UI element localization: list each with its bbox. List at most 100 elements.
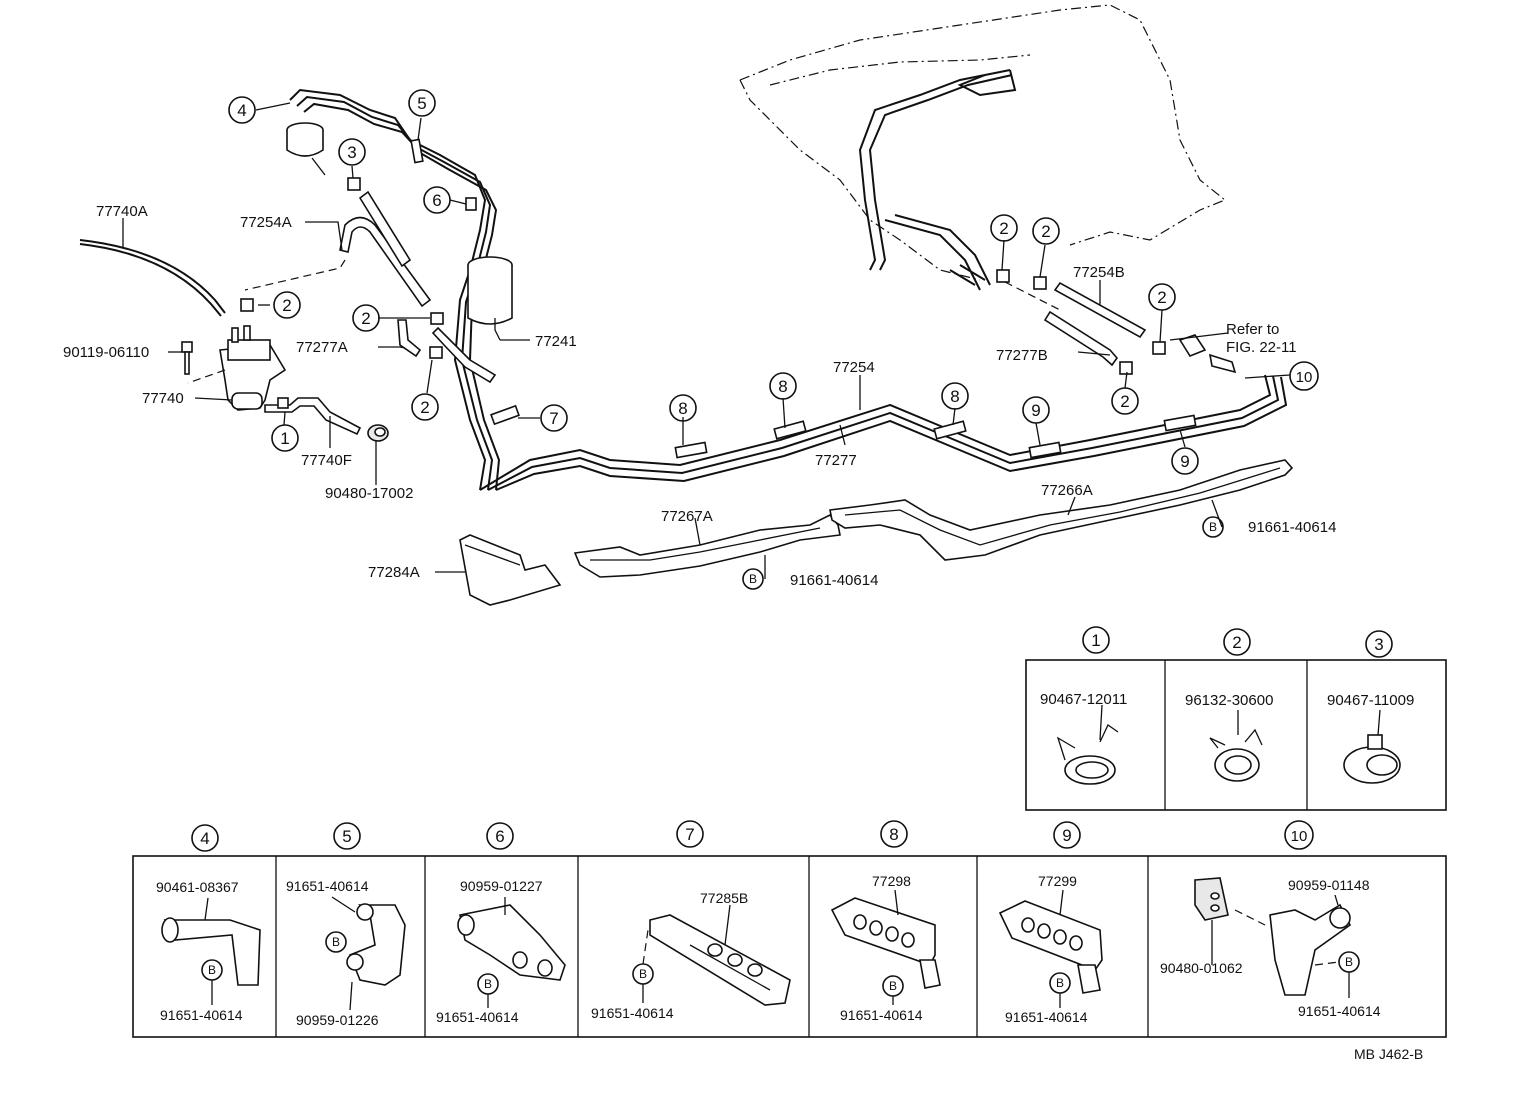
- label-77277B: 77277B: [996, 347, 1048, 364]
- svg-text:B: B: [208, 963, 216, 977]
- detail-7-part-a: 77285B: [700, 890, 748, 906]
- detail-callout-7: 7: [676, 820, 704, 848]
- detail-callout-10: 10: [1284, 820, 1314, 850]
- detail-6-part-a: 90959-01227: [460, 878, 543, 894]
- callout-2e-text: 2: [1041, 222, 1050, 241]
- label-77740A: 77740A: [96, 203, 148, 220]
- detail-callout-5: 5: [333, 822, 361, 850]
- bolt-b-marker-a-text: B: [749, 572, 757, 586]
- bolt-90119: [181, 341, 193, 375]
- callout-9b: 9: [1171, 447, 1199, 475]
- protector-77267A: [573, 513, 841, 578]
- detail-5-b-marker: B: [325, 931, 347, 953]
- svg-text:B: B: [1345, 955, 1353, 969]
- protector-77266A: [829, 459, 1294, 561]
- detail-2-part: 96132-30600: [1185, 692, 1273, 709]
- clamp-3-drawing: [1343, 709, 1401, 784]
- svg-text:B: B: [639, 967, 647, 981]
- bolt-b-marker-b: B: [1202, 516, 1224, 538]
- detail-callout-8-text: 8: [889, 825, 898, 844]
- label-77254B: 77254B: [1073, 264, 1125, 281]
- grommet-90480-17002: [367, 424, 389, 442]
- detail-1-part: 90467-12011: [1040, 691, 1127, 708]
- label-77254A: 77254A: [240, 214, 292, 231]
- tube-77740A: [79, 239, 226, 317]
- callout-2c: 2: [411, 393, 439, 421]
- label-91661-40614-b: 91661-40614: [1248, 519, 1336, 536]
- detail-callout-9: 9: [1053, 821, 1081, 849]
- callout-4-text: 4: [237, 101, 246, 120]
- label-77267A: 77267A: [661, 508, 713, 525]
- detail-callout-5-text: 5: [342, 827, 351, 846]
- callout-2b: 2: [352, 304, 380, 332]
- label-77740: 77740: [142, 390, 184, 407]
- detail-10-part-c: 91651-40614: [1298, 1003, 1381, 1019]
- callout-5: 5: [408, 89, 436, 117]
- callout-9a-text: 9: [1031, 401, 1040, 420]
- detail-3-part: 90467-11009: [1327, 692, 1414, 709]
- callout-6-text: 6: [432, 191, 441, 210]
- callout-7: 7: [540, 404, 568, 432]
- detail-9-part-b: 91651-40614: [1005, 1009, 1088, 1025]
- clamp-4-drawing: [161, 897, 261, 986]
- part-labels: 77740A 77254A 90119-06110 77740 77740F 9…: [63, 203, 1336, 589]
- detail-9-part-a: 77299: [1038, 873, 1077, 889]
- pump-77740: [187, 325, 287, 411]
- callout-2f: 2: [1148, 283, 1176, 311]
- label-77277: 77277: [815, 452, 857, 469]
- figure-code: MB J462-B: [1354, 1046, 1423, 1062]
- callout-7-text: 7: [549, 409, 558, 428]
- clamp-7-drawing: [649, 914, 791, 1006]
- detail-9-b-marker: B: [1049, 972, 1071, 994]
- detail-7-b-marker: B: [632, 963, 654, 985]
- callout-2b-text: 2: [361, 309, 370, 328]
- detail-callout-7-text: 7: [685, 825, 694, 844]
- callout-2g: 2: [1111, 387, 1139, 415]
- label-90119-06110: 90119-06110: [63, 344, 149, 361]
- detail-callout-4: 4: [191, 824, 219, 852]
- label-fig-22-11: FIG. 22-11: [1226, 339, 1297, 356]
- detail-4-part-b: 91651-40614: [160, 1007, 243, 1023]
- svg-text:B: B: [484, 977, 492, 991]
- label-77284A: 77284A: [368, 564, 420, 581]
- bolt-b-marker-b-text: B: [1209, 520, 1217, 534]
- vehicle-body-outline: [739, 4, 1227, 281]
- svg-text:B: B: [332, 935, 340, 949]
- callout-2d-text: 2: [999, 219, 1008, 238]
- clamp-1-drawing: [1056, 704, 1119, 785]
- clamp-6-drawing: [457, 904, 566, 981]
- clamp-5-drawing: [346, 903, 406, 986]
- detail-10-part-b: 90480-01062: [1160, 960, 1243, 976]
- label-77277A: 77277A: [296, 339, 348, 356]
- callout-8b-text: 8: [778, 377, 787, 396]
- detail-4-part-a: 90461-08367: [156, 879, 239, 895]
- detail-10-b-marker: B: [1338, 951, 1360, 973]
- svg-text:B: B: [889, 979, 897, 993]
- label-91661-40614-a: 91661-40614: [790, 572, 878, 589]
- label-77266A: 77266A: [1041, 482, 1093, 499]
- callout-2f-text: 2: [1157, 288, 1166, 307]
- small-clamps: [240, 177, 1166, 375]
- hose-77740F: [264, 397, 362, 436]
- detail-4-b-marker: B: [201, 959, 223, 981]
- label-90480-17002: 90480-17002: [325, 485, 413, 502]
- body-fuel-lines: [858, 69, 1017, 291]
- clamp-8-drawing: [830, 897, 941, 989]
- callout-2g-text: 2: [1120, 392, 1129, 411]
- detail-callout-6-text: 6: [495, 827, 504, 846]
- detail-8-part-b: 91651-40614: [840, 1007, 923, 1023]
- callout-8c-text: 8: [950, 387, 959, 406]
- callout-3-text: 3: [347, 143, 356, 162]
- callout-2d: 2: [990, 214, 1018, 242]
- clamp-9-drawing: [998, 900, 1103, 994]
- callout-8c: 8: [941, 382, 969, 410]
- main-fuel-line: [289, 88, 1288, 491]
- detail-callout-8: 8: [880, 820, 908, 848]
- callout-10-text: 10: [1296, 369, 1313, 386]
- fuel-filter: [467, 256, 513, 341]
- detail-8-part-a: 77298: [872, 873, 911, 889]
- callout-2c-text: 2: [420, 398, 429, 417]
- callout-4: 4: [228, 96, 256, 124]
